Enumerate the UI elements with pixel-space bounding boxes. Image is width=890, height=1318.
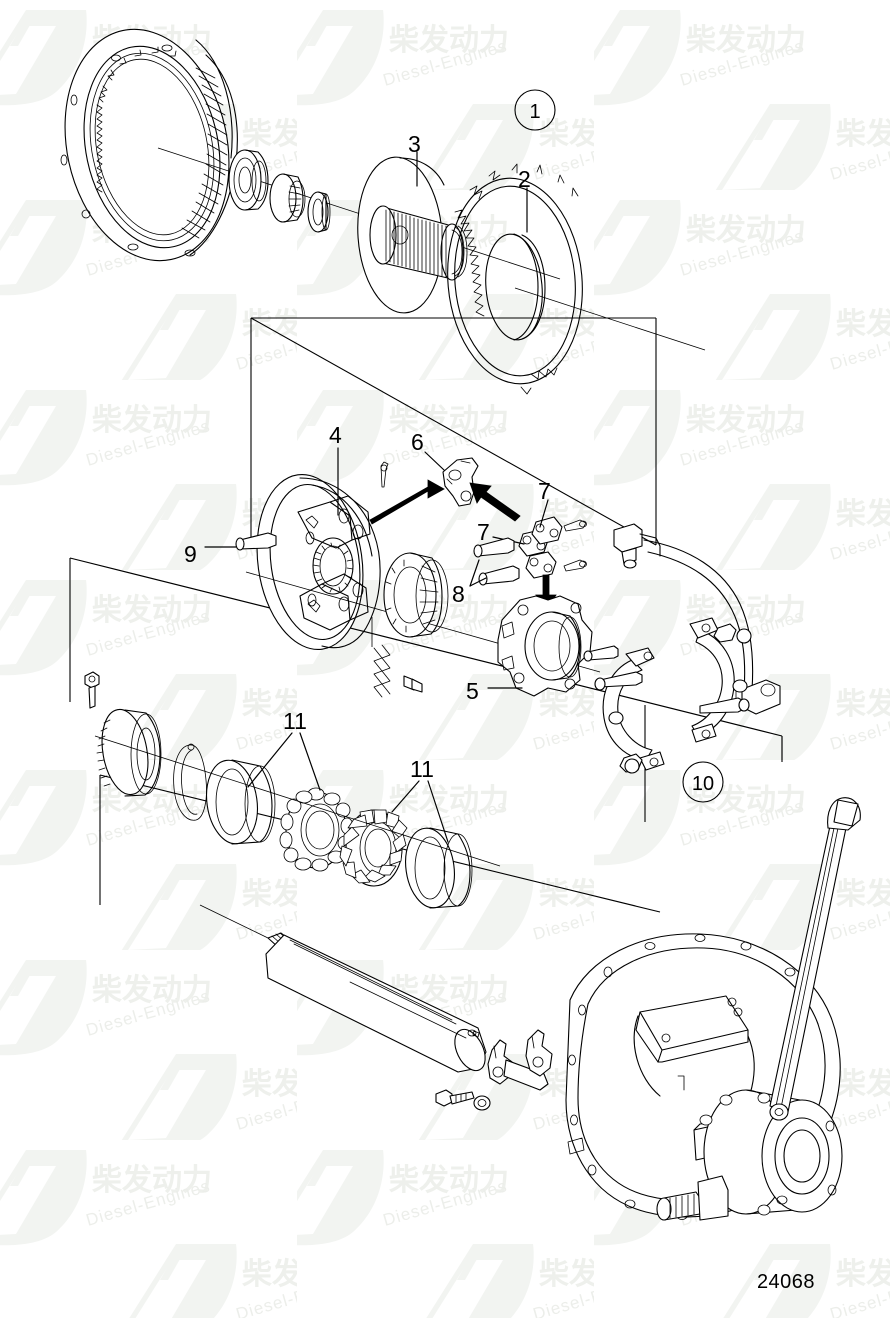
pivot-pins-part-8 xyxy=(469,537,520,587)
label-7a: 7 xyxy=(538,478,551,504)
clamp-halves-group-10 xyxy=(594,617,752,774)
spur-gear-part-2 xyxy=(447,163,706,395)
actuator-lever-part-6 xyxy=(369,451,521,525)
label-9: 9 xyxy=(184,541,197,567)
slotted-lock-nut xyxy=(383,552,449,638)
hose-assembly-group-10 xyxy=(613,523,781,715)
splined-hub-part-3 xyxy=(357,151,468,314)
label-7b: 7 xyxy=(477,519,490,545)
bubble-10-label: 10 xyxy=(692,773,714,795)
label-2: 2 xyxy=(518,166,531,192)
bubble-10: 10 xyxy=(682,761,724,803)
label-11a: 11 xyxy=(283,708,307,734)
drawing-number: 24068 xyxy=(757,1271,815,1293)
ring-gear-part-1 xyxy=(60,28,561,280)
label-11b: 11 xyxy=(410,756,434,782)
label-8: 8 xyxy=(452,581,465,607)
label-3: 3 xyxy=(408,131,421,157)
label-5: 5 xyxy=(466,678,479,704)
drive-shaft xyxy=(199,904,487,1073)
bearing-and-nut-stack xyxy=(228,149,331,233)
dowel-pin-part-9 xyxy=(204,532,277,551)
bubble-1: 1 xyxy=(514,89,556,131)
bubble-1-label: 1 xyxy=(529,101,540,123)
label-6: 6 xyxy=(411,429,424,455)
label-4: 4 xyxy=(329,422,342,448)
gearbox-housing xyxy=(565,797,861,1221)
